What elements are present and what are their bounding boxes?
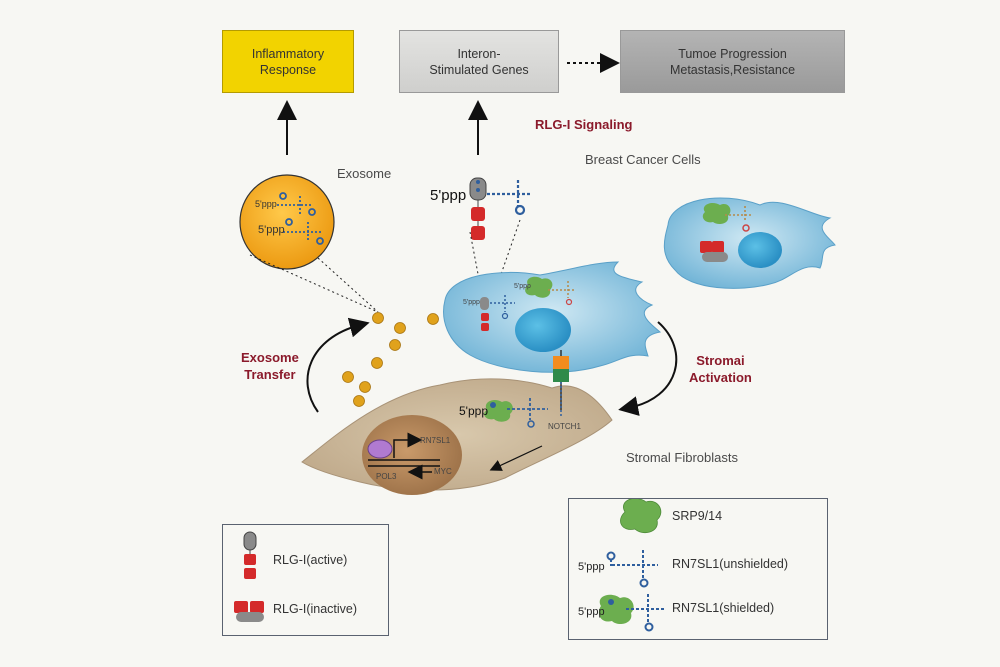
legend-rna-unshielded-icon (606, 550, 658, 588)
legend-rlg-inactive-label: RLG-I(inactive) (273, 602, 358, 616)
fibroblast-nucleus (362, 415, 462, 495)
notch1-label: NOTCH1 (548, 422, 581, 431)
breast-cancer-cells-label: Breast Cancer Cells (585, 152, 701, 167)
five-ppp-exosome-2: 5'ppp (258, 224, 285, 236)
myc-label: MYC (434, 467, 452, 476)
cancer-cell-small-nucleus (738, 232, 782, 268)
inflammatory-response-box: Inflammatory Response (222, 30, 354, 93)
pol3-complex (367, 439, 393, 459)
stromal-activation-arrow (618, 321, 678, 416)
five-ppp-main-cell-srp: 5'ppp (514, 283, 531, 290)
legend-rlg-inactive-icon (234, 601, 264, 622)
exosome-label: Exosome (337, 166, 392, 181)
exosome-rna-1 (277, 192, 316, 216)
legend-rlg-active-label: RLG-I(active) (273, 553, 348, 567)
legend-rlg (222, 524, 389, 636)
fibroblast-shielded-rna (484, 398, 548, 428)
exosome-transfer-label: Exosome Transfer (241, 350, 299, 382)
stromal-fibroblast (301, 378, 613, 491)
notch1-receptor (553, 350, 569, 416)
five-ppp-rlg-zoom: 5'ppp (430, 187, 467, 204)
rn7sl1-gene-label: RN7SL1 (420, 436, 451, 445)
fibroblast-internal-arrow (489, 445, 543, 471)
pol3-label: POL3 (376, 472, 397, 481)
five-ppp-fibroblast: 5'ppp (459, 404, 488, 418)
legend-srp-label: SRP9/14 (672, 509, 723, 523)
five-ppp-main-cell: 5'ppp (463, 299, 480, 306)
legend-rlg-active-icon (243, 531, 257, 579)
transcription-arrow (393, 432, 423, 458)
exosome-large (239, 174, 335, 270)
rlg-zoom-line-1 (469, 231, 484, 301)
exosome-zoom-line-2 (317, 257, 379, 313)
main-cell-rlg (480, 295, 515, 331)
legend-five-ppp-1: 5'ppp (578, 561, 605, 573)
legend-five-ppp-2: 5'ppp (578, 606, 605, 618)
rlg-active-zoom (469, 177, 487, 240)
free-exosomes (342, 312, 439, 407)
small-cell-rlg-inactive (700, 241, 728, 262)
main-cell-srp (525, 276, 575, 306)
legend-rna-unshielded-label: RN7SL1(unshielded) (672, 557, 789, 571)
legend-rna-shielded-icon (598, 594, 664, 632)
stromal-activation-label: Stromai Activation (689, 353, 752, 385)
rlg-signaling-label: RLG-I Signaling (535, 117, 633, 132)
small-cell-srp (702, 202, 752, 232)
exosome-transfer-arrow (306, 317, 370, 413)
five-ppp-exosome-1: 5'ppp (255, 199, 277, 209)
stromal-fibroblasts-label: Stromal Fibroblasts (626, 450, 738, 465)
legend-rna (568, 498, 828, 640)
legend-rna-shielded-label: RN7SL1(shielded) (672, 601, 775, 615)
tumor-progression-box: Tumoe Progression Metastasis,Resistance (620, 30, 845, 93)
cancer-cell-main-nucleus (515, 308, 571, 352)
exosome-zoom-line-1 (249, 254, 379, 313)
exosome-rna-2 (283, 218, 324, 245)
rlg-zoom-rna (487, 180, 530, 216)
isg-box: Interon- Stimulated Genes (399, 30, 559, 93)
